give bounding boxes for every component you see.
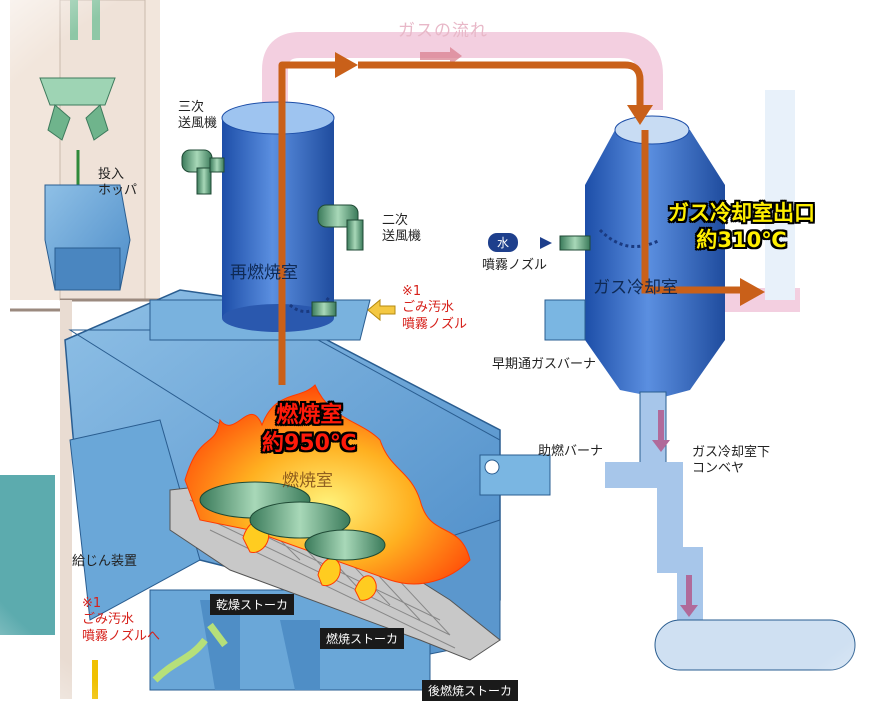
spray-nozzle-top-line1: ごみ汚水 (402, 300, 455, 316)
cooling-conveyor-label-line1: ガス冷却室下 (692, 445, 771, 460)
water-tag: 水 (488, 233, 519, 252)
post-stoker-label: 後燃焼ストーカ (422, 680, 519, 701)
cooling-outlet-callout-name: ガス冷却室出口 (668, 201, 815, 225)
feeder-label: 給じん装置 (72, 554, 138, 569)
secondary-fan-label: 二次 送風機 (382, 213, 421, 246)
tertiary-fan-label: 三次 送風機 (178, 100, 217, 133)
hopper-label: 投入 ホッパ (98, 167, 137, 200)
cooling-outlet-callout-temp: 約310℃ (696, 228, 787, 253)
spray-nozzle-bottom-line2: 噴霧ノズルへ (82, 628, 161, 644)
hopper-label-line2: ホッパ (98, 183, 138, 199)
furnace-inner-label: 燃焼室 (282, 471, 333, 491)
reburn-chamber-label: 再燃焼室 (230, 263, 298, 283)
cooling-outlet-callout: ガス冷却室出口 約310℃ (668, 200, 815, 255)
spray-nozzle-bottom-label: ※1 ごみ汚水 噴霧ノズルへ (82, 596, 160, 645)
auxiliary-burner-label: 助燃バーナ (538, 444, 604, 459)
cooling-conveyor-label: ガス冷却室下 コンベヤ (692, 445, 770, 478)
cooling-conveyor-label-line2: コンベヤ (692, 461, 745, 477)
combustion-chamber-callout-name: 燃焼室 (276, 403, 343, 428)
secondary-fan-label-line1: 二次 (382, 213, 409, 228)
tertiary-fan-label-line1: 三次 (178, 100, 205, 115)
tertiary-fan-label-line2: 送風機 (178, 116, 218, 132)
spray-nozzle-top-label: ※1 ごみ汚水 噴霧ノズル (402, 284, 467, 333)
combustion-chamber-callout: 燃焼室 約950℃ (262, 402, 357, 457)
gas-flow-title: ガスの流れ (398, 21, 488, 41)
combustion-stoker-label: 燃焼ストーカ (320, 628, 405, 649)
gas-cooling-chamber-label: ガス冷却室 (593, 278, 678, 298)
hopper-label-line1: 投入 (98, 167, 125, 182)
spray-nozzle-top-line2: 噴霧ノズル (402, 316, 468, 332)
spray-nozzle-bottom-ref: ※1 (82, 596, 102, 611)
early-gas-burner-label: 早期通ガスバーナ (492, 357, 597, 372)
water-spray-nozzle-label: 噴霧ノズル (482, 258, 548, 273)
drying-stoker-label: 乾燥ストーカ (210, 594, 295, 615)
combustion-chamber-callout-temp: 約950℃ (262, 430, 357, 456)
spray-nozzle-bottom-line1: ごみ汚水 (82, 612, 135, 628)
secondary-fan-label-line2: 送風機 (382, 229, 422, 245)
spray-nozzle-top-ref: ※1 (402, 284, 422, 299)
